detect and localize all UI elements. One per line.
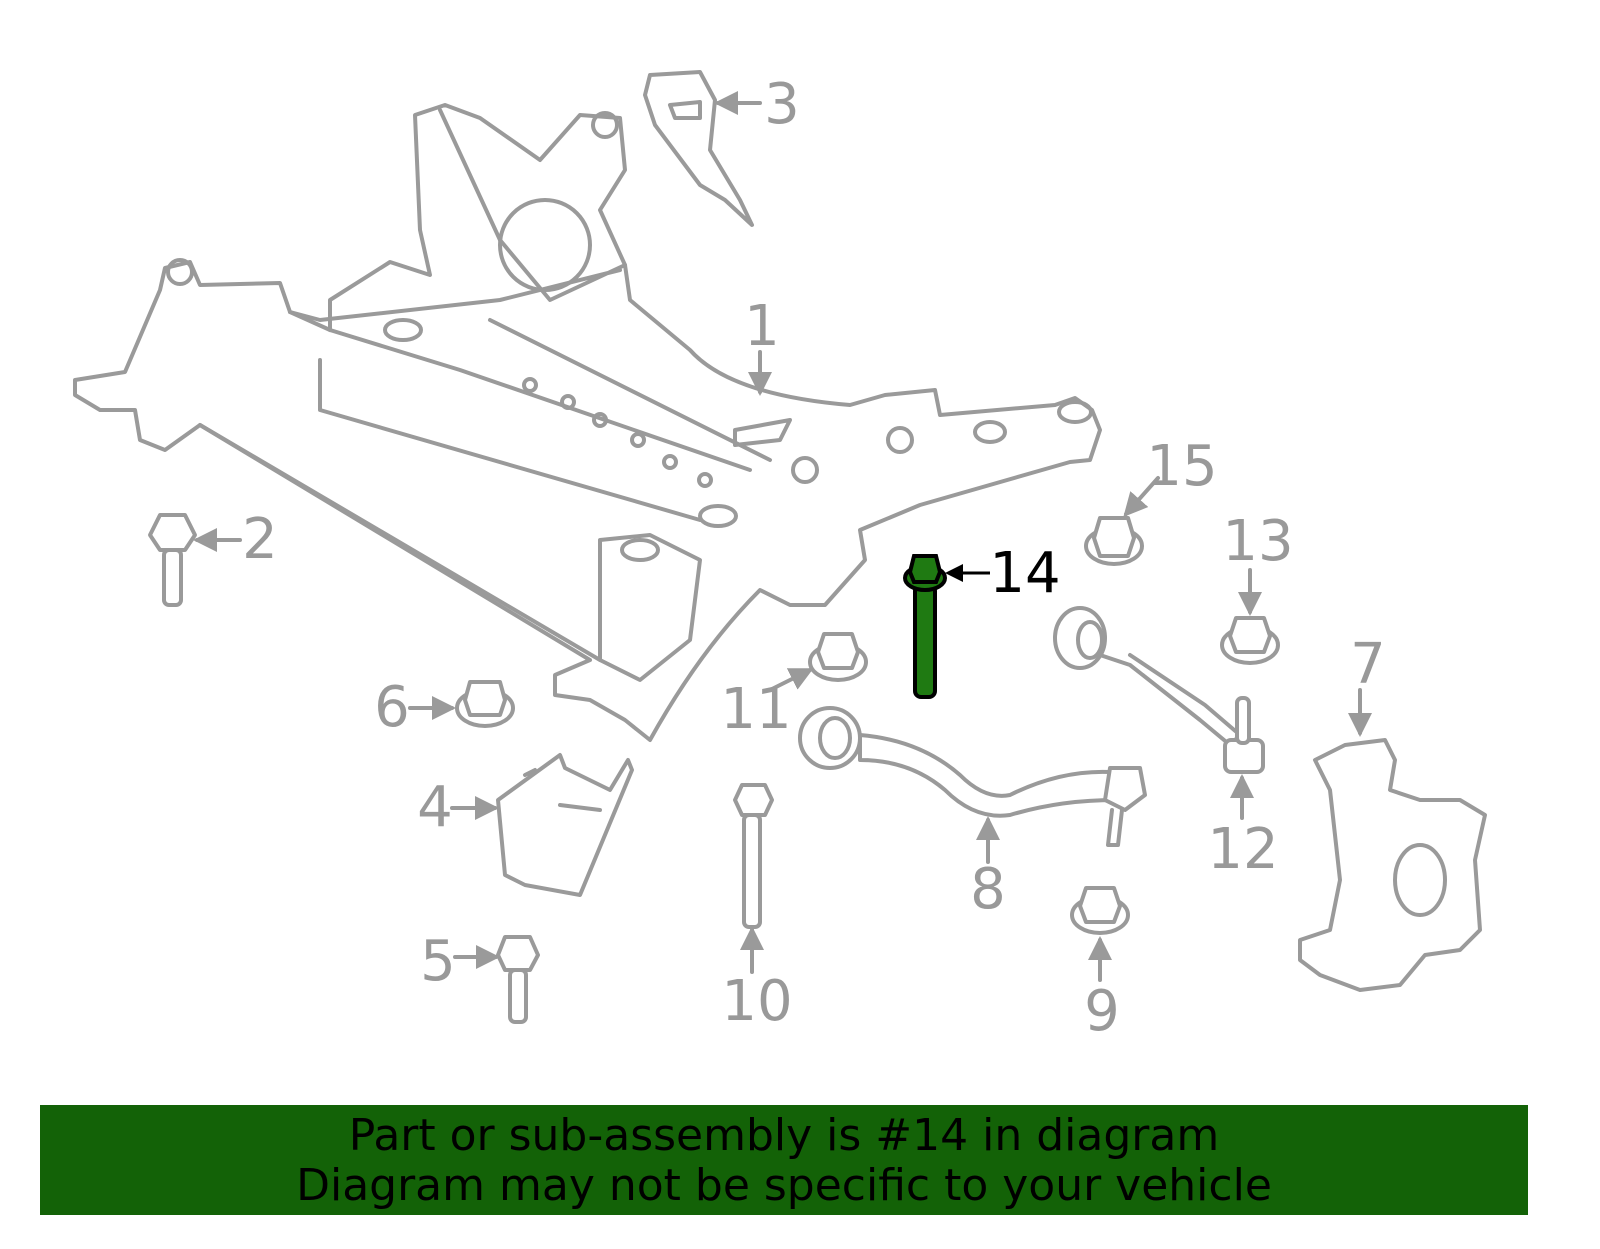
label-9: 9 (1084, 979, 1120, 1044)
info-banner: Part or sub-assembly is #14 in diagram D… (40, 1105, 1528, 1215)
label-12: 12 (1207, 817, 1278, 882)
label-15: 15 (1146, 434, 1217, 499)
nut-part-9[interactable] (1070, 886, 1130, 935)
control-arm-part-8[interactable] (798, 706, 1147, 847)
banner-line-2: Diagram may not be specific to your vehi… (296, 1160, 1272, 1211)
label-11: 11 (720, 677, 791, 742)
label-13: 13 (1222, 509, 1293, 574)
nut-part-11[interactable] (808, 632, 868, 682)
label-7: 7 (1350, 632, 1386, 697)
label-5: 5 (420, 929, 456, 994)
leader-arrows (193, 91, 1372, 982)
banner-line-1: Part or sub-assembly is #14 in diagram (348, 1110, 1220, 1161)
nut-part-6[interactable] (455, 680, 515, 728)
bracket-part-4[interactable] (496, 753, 634, 897)
bolt-part-10[interactable] (733, 783, 774, 929)
bolt-part-5[interactable] (496, 935, 540, 1024)
label-6: 6 (374, 675, 410, 740)
bolt-part-2[interactable] (148, 513, 197, 607)
steering-knuckle-part-7[interactable] (1298, 738, 1487, 992)
label-3: 3 (764, 72, 800, 137)
control-arm-part-12[interactable] (1053, 606, 1265, 774)
bracket-part-3[interactable] (643, 70, 754, 227)
label-2: 2 (242, 507, 278, 572)
nut-part-15[interactable] (1084, 516, 1144, 566)
label-8: 8 (970, 857, 1006, 922)
label-1: 1 (744, 294, 780, 359)
nut-part-13[interactable] (1220, 616, 1280, 665)
subframe-part-1[interactable] (73, 103, 1102, 742)
label-10: 10 (721, 969, 792, 1034)
label-14: 14 (989, 541, 1060, 606)
bolt-part-14-highlighted[interactable] (903, 554, 947, 699)
label-4: 4 (417, 775, 453, 840)
